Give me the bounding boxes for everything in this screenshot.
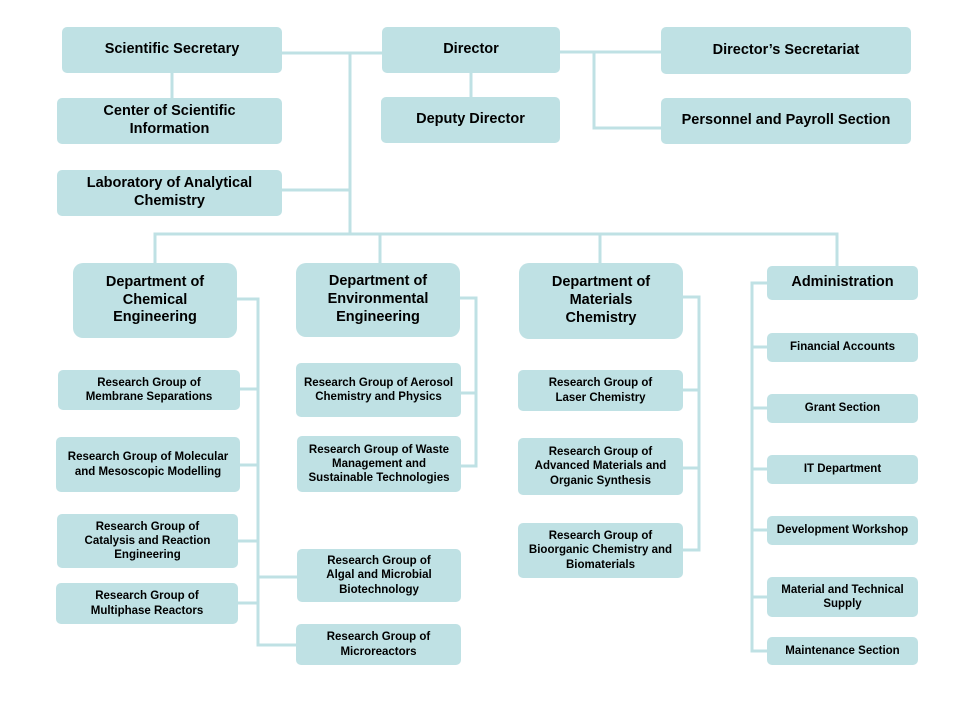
director-box: Director <box>382 27 560 73</box>
research-group-box: Research Group of Waste Management and S… <box>297 436 461 492</box>
research-group-label: Research Group of Aerosol Chemistry and … <box>303 376 454 403</box>
research-group-box: Research Group of Molecular and Mesoscop… <box>56 437 240 492</box>
admin-unit-label: Financial Accounts <box>789 341 895 354</box>
research-group-label: Research Group of Membrane Separations <box>85 376 213 403</box>
dept-materials-chemistry-box: Department of Materials Chemistry <box>519 263 683 339</box>
research-group-label: Research Group of Multiphase Reactors <box>90 590 204 617</box>
dept-materials-chemistry-label: Department of Materials Chemistry <box>551 274 651 326</box>
admin-unit-box: Maintenance Section <box>767 637 918 665</box>
deputy-director-box: Deputy Director <box>381 97 560 143</box>
center-scientific-information-label: Center of Scientific Information <box>103 103 236 137</box>
research-group-label: Research Group of Laser Chemistry <box>548 377 653 404</box>
center-scientific-information-box: Center of Scientific Information <box>57 98 282 144</box>
dept-administration-label: Administration <box>791 274 894 291</box>
personnel-payroll-label: Personnel and Payroll Section <box>681 112 891 129</box>
research-group-box: Research Group of Algal and Microbial Bi… <box>297 549 461 602</box>
connector-secretariat-personnel <box>592 50 663 130</box>
connector-environmental-spine <box>458 296 478 468</box>
dept-environmental-engineering-box: Department of Environmental Engineering <box>296 263 460 337</box>
research-group-label: Research Group of Bioorganic Chemistry a… <box>528 530 673 571</box>
research-group-box: Research Group of Catalysis and Reaction… <box>57 514 238 568</box>
admin-unit-label: Grant Section <box>804 402 881 415</box>
research-group-box: Research Group of Membrane Separations <box>58 370 240 410</box>
deputy-director-label: Deputy Director <box>416 111 525 128</box>
director-label: Director <box>443 41 499 58</box>
research-group-box: Research Group of Advanced Materials and… <box>518 438 683 495</box>
admin-unit-box: Development Workshop <box>767 516 918 545</box>
research-group-label: Research Group of Molecular and Mesoscop… <box>67 451 229 478</box>
admin-unit-box: IT Department <box>767 455 918 484</box>
connector-chemical-spine <box>235 297 260 647</box>
connector-materials-spine <box>681 295 701 552</box>
research-group-label: Research Group of Waste Management and S… <box>308 443 450 484</box>
admin-unit-box: Financial Accounts <box>767 333 918 362</box>
dept-administration-box: Administration <box>767 266 918 300</box>
research-group-box: Research Group of Laser Chemistry <box>518 370 683 411</box>
research-group-label: Research Group of Algal and Microbial Bi… <box>326 555 432 596</box>
research-group-label: Research Group of Catalysis and Reaction… <box>84 520 211 561</box>
research-group-label: Research Group of Microreactors <box>326 631 431 658</box>
connector-administration-spine <box>750 281 769 653</box>
admin-unit-label: Material and Technical Supply <box>781 583 904 610</box>
admin-unit-box: Grant Section <box>767 394 918 423</box>
lab-analytical-chemistry-box: Laboratory of Analytical Chemistry <box>57 170 282 216</box>
dept-chemical-engineering-box: Department of Chemical Engineering <box>73 263 237 338</box>
research-group-box: Research Group of Bioorganic Chemistry a… <box>518 523 683 578</box>
scientific-secretary-box: Scientific Secretary <box>62 27 282 73</box>
lab-analytical-chemistry-label: Laboratory of Analytical Chemistry <box>86 175 253 209</box>
research-group-label: Research Group of Advanced Materials and… <box>534 446 667 487</box>
research-group-box: Research Group of Multiphase Reactors <box>56 583 238 624</box>
personnel-payroll-box: Personnel and Payroll Section <box>661 98 911 144</box>
admin-unit-label: Maintenance Section <box>785 644 900 657</box>
dept-chemical-engineering-label: Department of Chemical Engineering <box>105 273 205 326</box>
admin-unit-box: Material and Technical Supply <box>767 577 918 617</box>
research-group-box: Research Group of Aerosol Chemistry and … <box>296 363 461 417</box>
admin-unit-label: IT Department <box>803 463 882 476</box>
research-group-box: Research Group of Microreactors <box>296 624 461 665</box>
directors-secretariat-box: Director’s Secretariat <box>661 27 911 74</box>
dept-environmental-engineering-label: Department of Environmental Engineering <box>327 273 429 325</box>
scientific-secretary-label: Scientific Secretary <box>104 41 240 58</box>
directors-secretariat-label: Director’s Secretariat <box>712 41 860 58</box>
admin-unit-label: Development Workshop <box>776 524 909 537</box>
